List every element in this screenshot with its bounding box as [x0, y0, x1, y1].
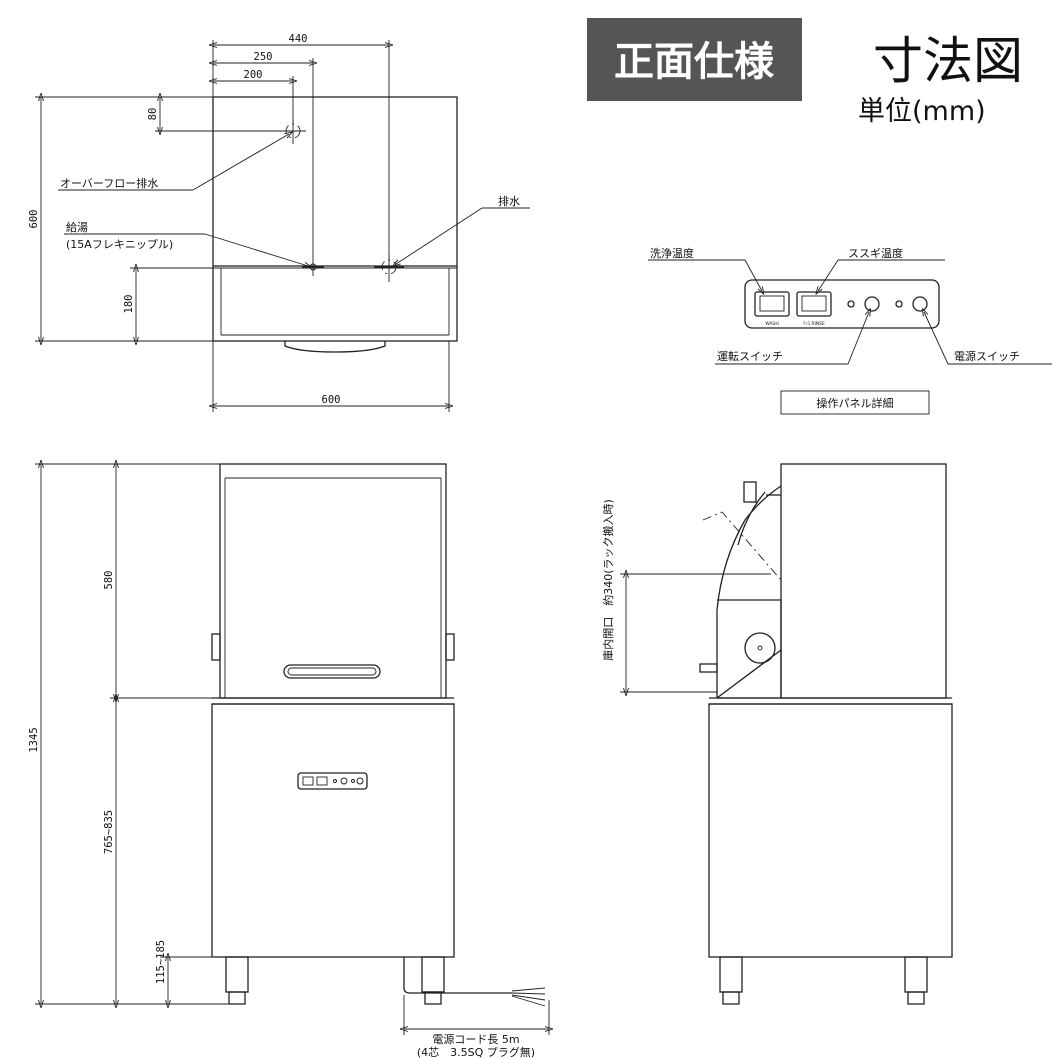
side-knob [743, 481, 757, 503]
run-switch-label: 運転スイッチ [717, 350, 783, 363]
drawing-title: 寸法図 [873, 32, 1023, 90]
unit-label: 単位(mm) [858, 96, 986, 127]
dim-580: 580 [103, 571, 115, 590]
side-foot-left [719, 956, 743, 993]
wash-small-label: WASH [765, 321, 779, 327]
run-switch [864, 296, 880, 312]
title-badge: 正面仕様 [614, 39, 775, 85]
power-switch-label: 電源スイッチ [954, 349, 1020, 363]
drain-label: 排水 [498, 194, 520, 208]
run-indicator-lamp [847, 300, 855, 308]
rinse-temp-display [796, 291, 832, 317]
top-view-handle [284, 341, 386, 353]
panel-detail: WASH ﾘﾝｽ RINSE 洗浄温度 ススギ温度 運転スイッチ 電源スイッチ … [648, 246, 1052, 415]
top-view-body [212, 96, 458, 342]
opening-label: 庫内開口 約340(ラック搬入時) [601, 499, 615, 661]
wash-temp-display [754, 291, 790, 317]
dim-600-width: 600 [322, 394, 341, 406]
side-hood-open [702, 511, 782, 581]
side-foot-right [904, 956, 928, 993]
power-switch [912, 296, 928, 312]
header: 正面仕様 寸法図 単位(mm) [587, 18, 1023, 127]
side-motor [744, 632, 776, 664]
panel-caption-box [780, 390, 930, 415]
front-foot-left [225, 956, 249, 993]
cord-length-label: 電源コード長 5m [432, 1032, 519, 1046]
overflow-drain-label: オーバーフロー排水 [60, 176, 158, 190]
dim-115-185: 115~185 [155, 940, 167, 984]
dim-1345: 1345 [28, 727, 40, 752]
rinse-small-label: ﾘﾝｽ RINSE [803, 321, 825, 327]
hood-handle [283, 664, 381, 679]
dim-200: 200 [244, 69, 263, 81]
dim-250: 250 [254, 51, 273, 63]
power-cord [403, 957, 512, 994]
front-control-panel [297, 772, 368, 790]
side-view: 庫内開口 約340(ラック搬入時) [601, 463, 953, 1005]
panel-caption: 操作パネル詳細 [817, 396, 894, 410]
dim-765-835: 765~835 [103, 810, 115, 854]
dim-600-height: 600 [28, 210, 40, 229]
dim-180: 180 [123, 295, 135, 314]
rinse-temp-label: ススギ温度 [848, 246, 903, 260]
wash-temp-label: 洗浄温度 [650, 246, 694, 260]
front-foot-right [421, 956, 445, 993]
title-badge-box [587, 18, 802, 101]
dim-440: 440 [289, 33, 308, 45]
side-upper-body [780, 463, 947, 699]
supply-label: 給湯 [66, 220, 88, 234]
cord-spec-label: (4芯 3.5SQ プラグ無) [417, 1045, 535, 1059]
side-cabinet [708, 703, 953, 958]
supply-sublabel: (15Aフレキニップル) [66, 238, 173, 251]
front-view: 電源コード長 5m (4芯 3.5SQ プラグ無) 1345 580 765~8… [28, 464, 549, 1059]
front-cabinet [211, 703, 455, 958]
dim-80: 80 [147, 108, 159, 121]
top-view: 440 250 200 80 600 180 600 オーバーフロー排水 給湯 [28, 33, 530, 412]
front-hood [219, 463, 447, 699]
side-hood-front [716, 485, 782, 698]
power-indicator-lamp [895, 300, 903, 308]
control-panel [744, 279, 940, 329]
